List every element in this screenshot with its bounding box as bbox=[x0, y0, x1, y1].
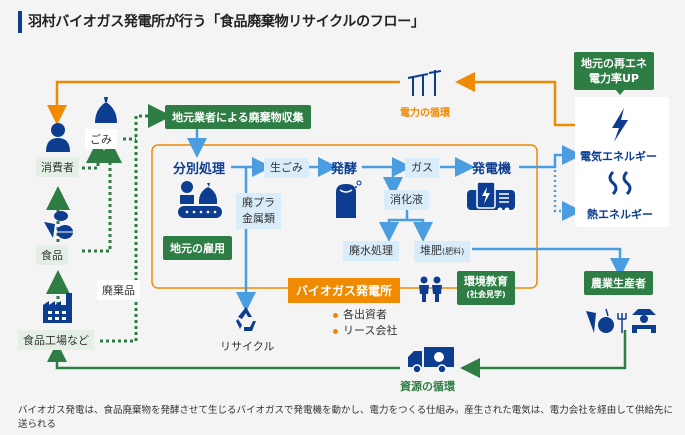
renewable-rate-callout: 地元の再エネ 電力率UP bbox=[574, 52, 654, 90]
factory-icon bbox=[43, 293, 72, 323]
biogas-plant-title: バイオガス発電所 bbox=[288, 278, 401, 303]
garbage-bag-icon bbox=[95, 97, 117, 123]
farmers-box: 農業生産者 bbox=[584, 271, 653, 295]
generator-step: 発電機 bbox=[472, 162, 512, 177]
lightning-icon bbox=[612, 108, 628, 142]
wastewater-label: 廃水処理 bbox=[343, 241, 399, 261]
power-cycle-line-right bbox=[455, 72, 575, 127]
waste-goods-label: 廃棄品 bbox=[97, 280, 140, 300]
delivery-truck-icon bbox=[408, 347, 454, 374]
gas-label: ガス bbox=[405, 158, 439, 178]
environmental-education-box: 環境教育 (社会見学) bbox=[457, 271, 515, 305]
energy-panel bbox=[575, 97, 669, 227]
fermentation-tank-icon bbox=[336, 180, 362, 218]
students-icon bbox=[419, 276, 442, 302]
electric-energy-label: 電気エネルギー bbox=[580, 150, 657, 163]
fermentation-step: 発酵 bbox=[331, 162, 358, 177]
sorting-worker-icon bbox=[178, 181, 222, 218]
investor-item: 各出資者 bbox=[333, 306, 387, 322]
power-cycle-label: 電力の循環 bbox=[400, 108, 450, 119]
investor-item: リース会社 bbox=[333, 322, 397, 338]
food-icon bbox=[44, 211, 73, 239]
garbage-label: ごみ bbox=[85, 129, 117, 149]
power-lines-icon bbox=[407, 70, 442, 96]
recycle-icon bbox=[236, 307, 256, 331]
local-employment-box: 地元の雇用 bbox=[163, 236, 232, 260]
farm-produce-icon bbox=[586, 308, 656, 333]
waste-collection-box: 地元業者による廃棄物収集 bbox=[165, 105, 311, 129]
sorting-step: 分別処理 bbox=[173, 162, 226, 177]
recycle-label: リサイクル bbox=[220, 340, 275, 353]
resource-cycle-label: 資源の循環 bbox=[400, 380, 455, 393]
heat-energy-label: 熱エネルギー bbox=[587, 208, 653, 221]
heat-waves-icon bbox=[608, 170, 632, 196]
digestion-liquid-label: 消化液 bbox=[384, 190, 429, 210]
callout-pointer bbox=[615, 89, 625, 95]
caption-text: バイオガス発電は、食品廃棄物を発酵させて生じるバイオガスで発電機を動かし、電力を… bbox=[18, 405, 674, 430]
title-accent-bar bbox=[18, 11, 22, 33]
plastics-metals-label: 廃プラ 金属類 bbox=[236, 193, 281, 229]
consumer-label: 消費者 bbox=[36, 157, 79, 177]
food-factory-label: 食品工場など bbox=[18, 330, 94, 350]
power-cycle-line-left bbox=[47, 80, 400, 125]
food-label: 食品 bbox=[36, 245, 68, 265]
compost-label: 堆肥(肥料) bbox=[414, 241, 471, 262]
page-title: 羽村バイオガス発電所が行う「食品廃棄物リサイクルのフロー」 bbox=[28, 14, 425, 30]
raw-garbage-label: 生ごみ bbox=[264, 158, 309, 178]
generator-icon bbox=[467, 181, 515, 213]
person-icon bbox=[46, 123, 70, 152]
